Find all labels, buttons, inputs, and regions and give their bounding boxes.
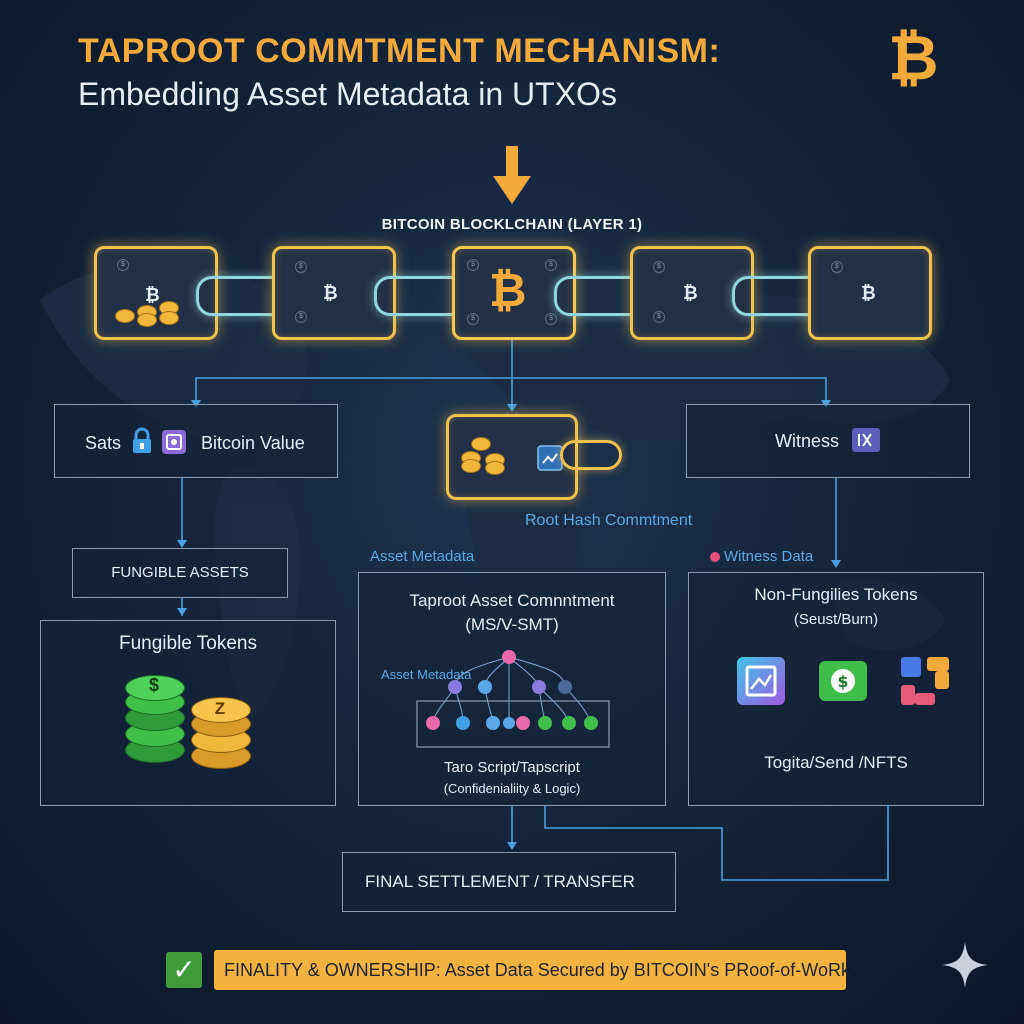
- taproot-subtitle: (MS/V-SMT): [465, 615, 559, 634]
- bitcoin-icon: ₿: [489, 264, 527, 316]
- nft-image-icon: [737, 657, 785, 705]
- block-5: $ ₿: [808, 246, 932, 340]
- fungible-assets-header: FUNGIBLE ASSETS: [72, 548, 288, 598]
- bitcoin-value-label: Bitcoin Value: [201, 433, 305, 453]
- block-1: $ ₿: [94, 246, 218, 340]
- tree-metadata-label: Asset Metadata: [381, 667, 472, 682]
- witness-data-label: Witness Data: [724, 548, 814, 565]
- bitcoin-icon: ₿: [683, 283, 698, 303]
- nft-title: Non-Fungilies Tokens: [754, 585, 918, 604]
- taproot-title: Taproot Asset Comnntment: [409, 591, 615, 610]
- bitcoin-icon: ₿: [323, 283, 338, 303]
- nft-footer: Togita/Send /NFTS: [764, 753, 908, 772]
- sats-box: Sats Bitcoin Value: [54, 404, 338, 478]
- money-icon: $: [819, 661, 867, 701]
- taro-script-note: (Confidenialiity & Logic): [443, 781, 581, 796]
- z-coin-symbol: Z: [214, 699, 226, 718]
- fungible-tokens-title: Fungible Tokens: [118, 633, 258, 654]
- dollar-coin-symbol: $: [148, 675, 159, 695]
- fungible-assets-label: FUNGIBLE ASSETS: [111, 564, 249, 581]
- root-hash-label: Root Hash Commtment: [525, 512, 693, 529]
- puzzle-icon: [901, 657, 949, 705]
- diagram-title: TAPROOT COMMTMENT MECHANISM:: [78, 32, 721, 70]
- taproot-commitment-panel: Taproot Asset Comnntment (MS/V-SMT) Asse…: [358, 572, 666, 806]
- finality-banner: FINALITY & OWNERSHIP: Asset Data Secured…: [214, 950, 850, 990]
- wallet-icon: [162, 430, 186, 454]
- nft-panel: Non-Fungilies Tokens (Seust/Burn) $ Togi…: [688, 572, 984, 806]
- final-settlement-label: FINAL SETTLEMENT / TRANSFER: [365, 872, 635, 891]
- chain-label: BITCOIN BLOCKLCHAIN (LAYER 1): [381, 216, 643, 233]
- sats-label: Sats: [85, 433, 122, 453]
- bitcoin-icon: ₿: [861, 283, 876, 303]
- witness-data-dot: [710, 552, 720, 562]
- bitcoin-icon: ₿: [145, 285, 160, 305]
- witness-label: Witness: [775, 431, 840, 451]
- final-settlement-box: FINAL SETTLEMENT / TRANSFER: [342, 852, 676, 912]
- bitcoin-icon: ₿: [888, 24, 939, 93]
- checkmark-icon: ✓: [166, 952, 202, 988]
- svg-text:$: $: [837, 672, 848, 691]
- root-hash-block: [446, 414, 578, 500]
- image-icon: [537, 445, 563, 471]
- lock-icon: [133, 427, 151, 453]
- block-main: $ $ $ $ ₿: [452, 246, 576, 340]
- nft-subtitle: (Seust/Burn): [793, 611, 879, 628]
- witness-box: Witness: [686, 404, 970, 478]
- sparkle-icon: [942, 942, 988, 988]
- witness-icon: [852, 428, 880, 452]
- fungible-tokens-panel: Fungible Tokens $ Z: [40, 620, 336, 806]
- asset-metadata-label: Asset Metadata: [370, 548, 475, 565]
- chain-link: [560, 440, 622, 470]
- diagram-subtitle: Embedding Asset Metadata in UTXOs: [78, 76, 617, 112]
- merkle-tree: [416, 650, 610, 748]
- taro-script-label: Taro Script/Tapscript: [444, 759, 580, 776]
